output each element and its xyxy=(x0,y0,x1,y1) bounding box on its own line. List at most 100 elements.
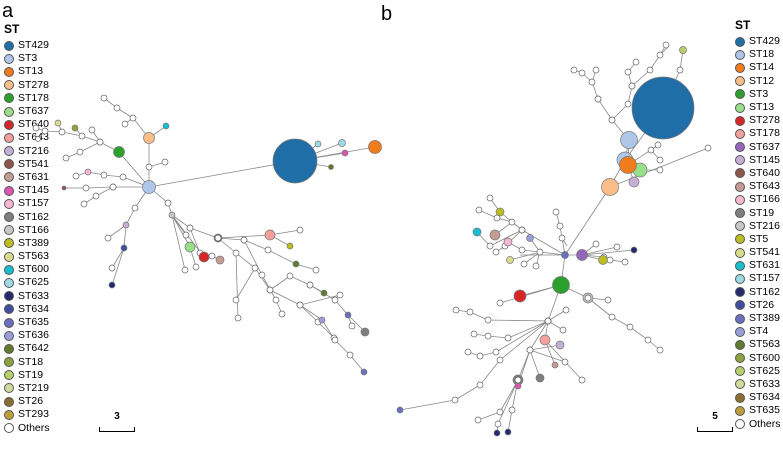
st-node xyxy=(493,429,501,437)
st-node xyxy=(214,234,222,242)
legend-item: ST18 xyxy=(735,48,781,61)
legend-item: ST642 xyxy=(4,342,50,355)
legend-label: ST563 xyxy=(749,338,780,351)
st-node xyxy=(72,172,80,180)
legend-swatch xyxy=(4,317,14,328)
tree-edge xyxy=(123,224,127,249)
tree-edge xyxy=(79,141,101,153)
tree-edge xyxy=(299,294,341,306)
st-node xyxy=(368,140,382,154)
st-node xyxy=(484,332,492,340)
legend-label: ST166 xyxy=(18,223,49,236)
st-node xyxy=(41,127,49,135)
legend-item: ST640 xyxy=(4,118,50,131)
tree-edge xyxy=(499,320,549,361)
st-node xyxy=(476,381,484,389)
legend-label: ST18 xyxy=(749,48,775,61)
legend-swatch xyxy=(735,221,745,232)
legend-label: ST389 xyxy=(18,236,49,249)
tree-edge xyxy=(61,131,83,137)
legend-swatch xyxy=(735,287,745,298)
legend-swatch xyxy=(4,225,14,236)
st-node xyxy=(578,69,586,77)
legend-swatch xyxy=(735,155,745,166)
st-node xyxy=(504,334,512,342)
st-node xyxy=(647,146,655,154)
st-node xyxy=(292,260,300,268)
st-node xyxy=(62,154,70,162)
st-node xyxy=(331,336,339,344)
st-node xyxy=(108,281,116,289)
tree-edge xyxy=(317,321,335,339)
legend-item: ST643 xyxy=(735,180,781,193)
st-node xyxy=(328,164,334,170)
st-node xyxy=(493,214,501,222)
st-node xyxy=(526,346,534,354)
st-node xyxy=(88,126,96,134)
st-node xyxy=(464,348,472,356)
legend-swatch xyxy=(4,80,14,91)
legend-label: ST19 xyxy=(18,368,44,381)
legend-label: ST643 xyxy=(749,180,780,193)
st-node xyxy=(656,51,664,59)
tree-edge xyxy=(269,289,301,306)
legend-label: ST278 xyxy=(18,78,49,91)
legend-item: ST14 xyxy=(735,61,781,74)
legend-swatch xyxy=(4,357,14,368)
legend-swatch xyxy=(4,198,14,209)
tree-edge xyxy=(631,69,651,87)
legend-swatch xyxy=(4,106,14,117)
st-node xyxy=(474,416,482,424)
st-node xyxy=(570,66,578,74)
tree-edge xyxy=(507,320,549,339)
tree-edge xyxy=(118,151,150,188)
st-node xyxy=(296,301,304,309)
legend-label: ST18 xyxy=(18,355,44,368)
st-node xyxy=(35,136,41,142)
st-node xyxy=(306,281,314,289)
st-node xyxy=(558,234,566,242)
st-node xyxy=(396,406,404,414)
tree-edge xyxy=(171,214,186,271)
st-node xyxy=(100,171,108,179)
legend-label: ST216 xyxy=(749,219,780,232)
legend-swatch xyxy=(735,313,745,324)
legend-swatch xyxy=(735,405,745,416)
st-node xyxy=(561,358,569,366)
legend-swatch xyxy=(4,291,14,302)
st-node xyxy=(632,58,640,66)
legend-label: ST429 xyxy=(749,35,780,48)
st-node xyxy=(506,256,514,264)
st-node xyxy=(508,406,516,414)
legend-item: ST635 xyxy=(4,316,50,329)
st-node xyxy=(496,356,504,364)
st-node xyxy=(621,258,629,266)
st-node xyxy=(32,124,40,132)
legend-swatch xyxy=(4,277,14,288)
tree-edge xyxy=(581,249,635,256)
legend-item: ST166 xyxy=(4,224,50,237)
st-node xyxy=(578,376,586,384)
st-node xyxy=(82,184,90,192)
st-node xyxy=(588,78,596,86)
tree-edge xyxy=(349,354,365,373)
legend-item: ST389 xyxy=(735,312,781,325)
st-node xyxy=(594,95,602,103)
st-node xyxy=(198,251,210,263)
st-node xyxy=(162,122,170,130)
st-node xyxy=(346,351,354,359)
tree-edge xyxy=(334,339,351,356)
st-node xyxy=(656,156,664,164)
st-node xyxy=(360,368,368,376)
st-node xyxy=(251,264,259,272)
legend-label: Others xyxy=(749,417,781,430)
st-node xyxy=(278,310,286,318)
st-node xyxy=(584,294,592,302)
legend-item: ST640 xyxy=(735,167,781,180)
st-node xyxy=(264,246,272,254)
legend-label: ST145 xyxy=(18,184,49,197)
legend-swatch xyxy=(4,132,14,143)
tree-edge xyxy=(611,316,631,328)
st-node xyxy=(544,317,552,325)
st-node xyxy=(514,382,522,390)
